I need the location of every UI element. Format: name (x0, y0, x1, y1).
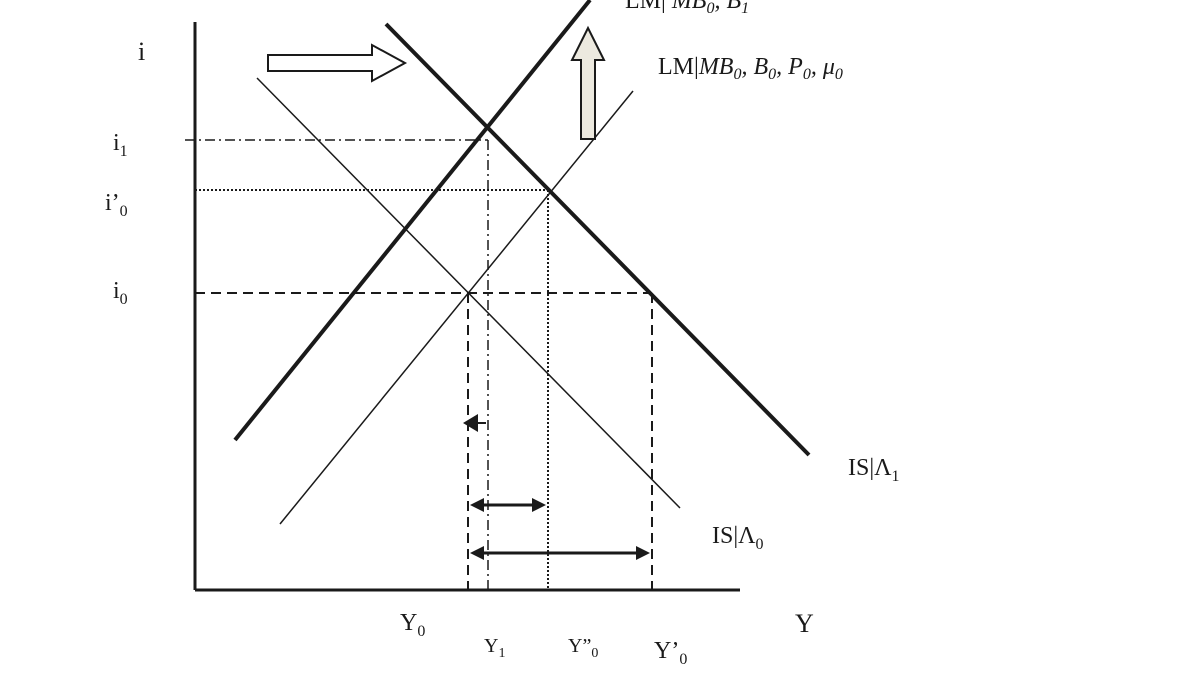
is-lambda0-label: IS|Λ0 (712, 523, 764, 553)
x-axis-label: Y (795, 609, 814, 638)
lm-shifted-curve (233, 0, 592, 442)
small-left-arrow (463, 414, 486, 432)
is-lambda1-curve (384, 22, 811, 457)
lm-original-label: LM|MB0, B0, P0, μ0 (658, 54, 843, 83)
up-shift-arrow (570, 25, 606, 140)
i1-tick-label: i1 (113, 130, 128, 160)
long-distance-arrow (470, 546, 650, 560)
y-axis-label: i (138, 37, 145, 66)
y0-tick-label: Y0 (400, 610, 425, 640)
lm-original-curve (279, 90, 634, 525)
right-shift-arrow (267, 43, 408, 83)
y0-prime-tick-label: Y’0 (654, 638, 687, 668)
is-lambda1-label: IS|Λ1 (848, 455, 900, 485)
y1-tick-label: Y1 (484, 635, 505, 661)
y0-double-prime-tick-label: Y”0 (568, 635, 598, 661)
lm-shifted-label: LM| MB0, B1 (625, 0, 749, 17)
i0-tick-label: i0 (113, 278, 128, 308)
i0-prime-tick-label: i’0 (105, 190, 128, 220)
short-distance-arrow (470, 498, 546, 512)
